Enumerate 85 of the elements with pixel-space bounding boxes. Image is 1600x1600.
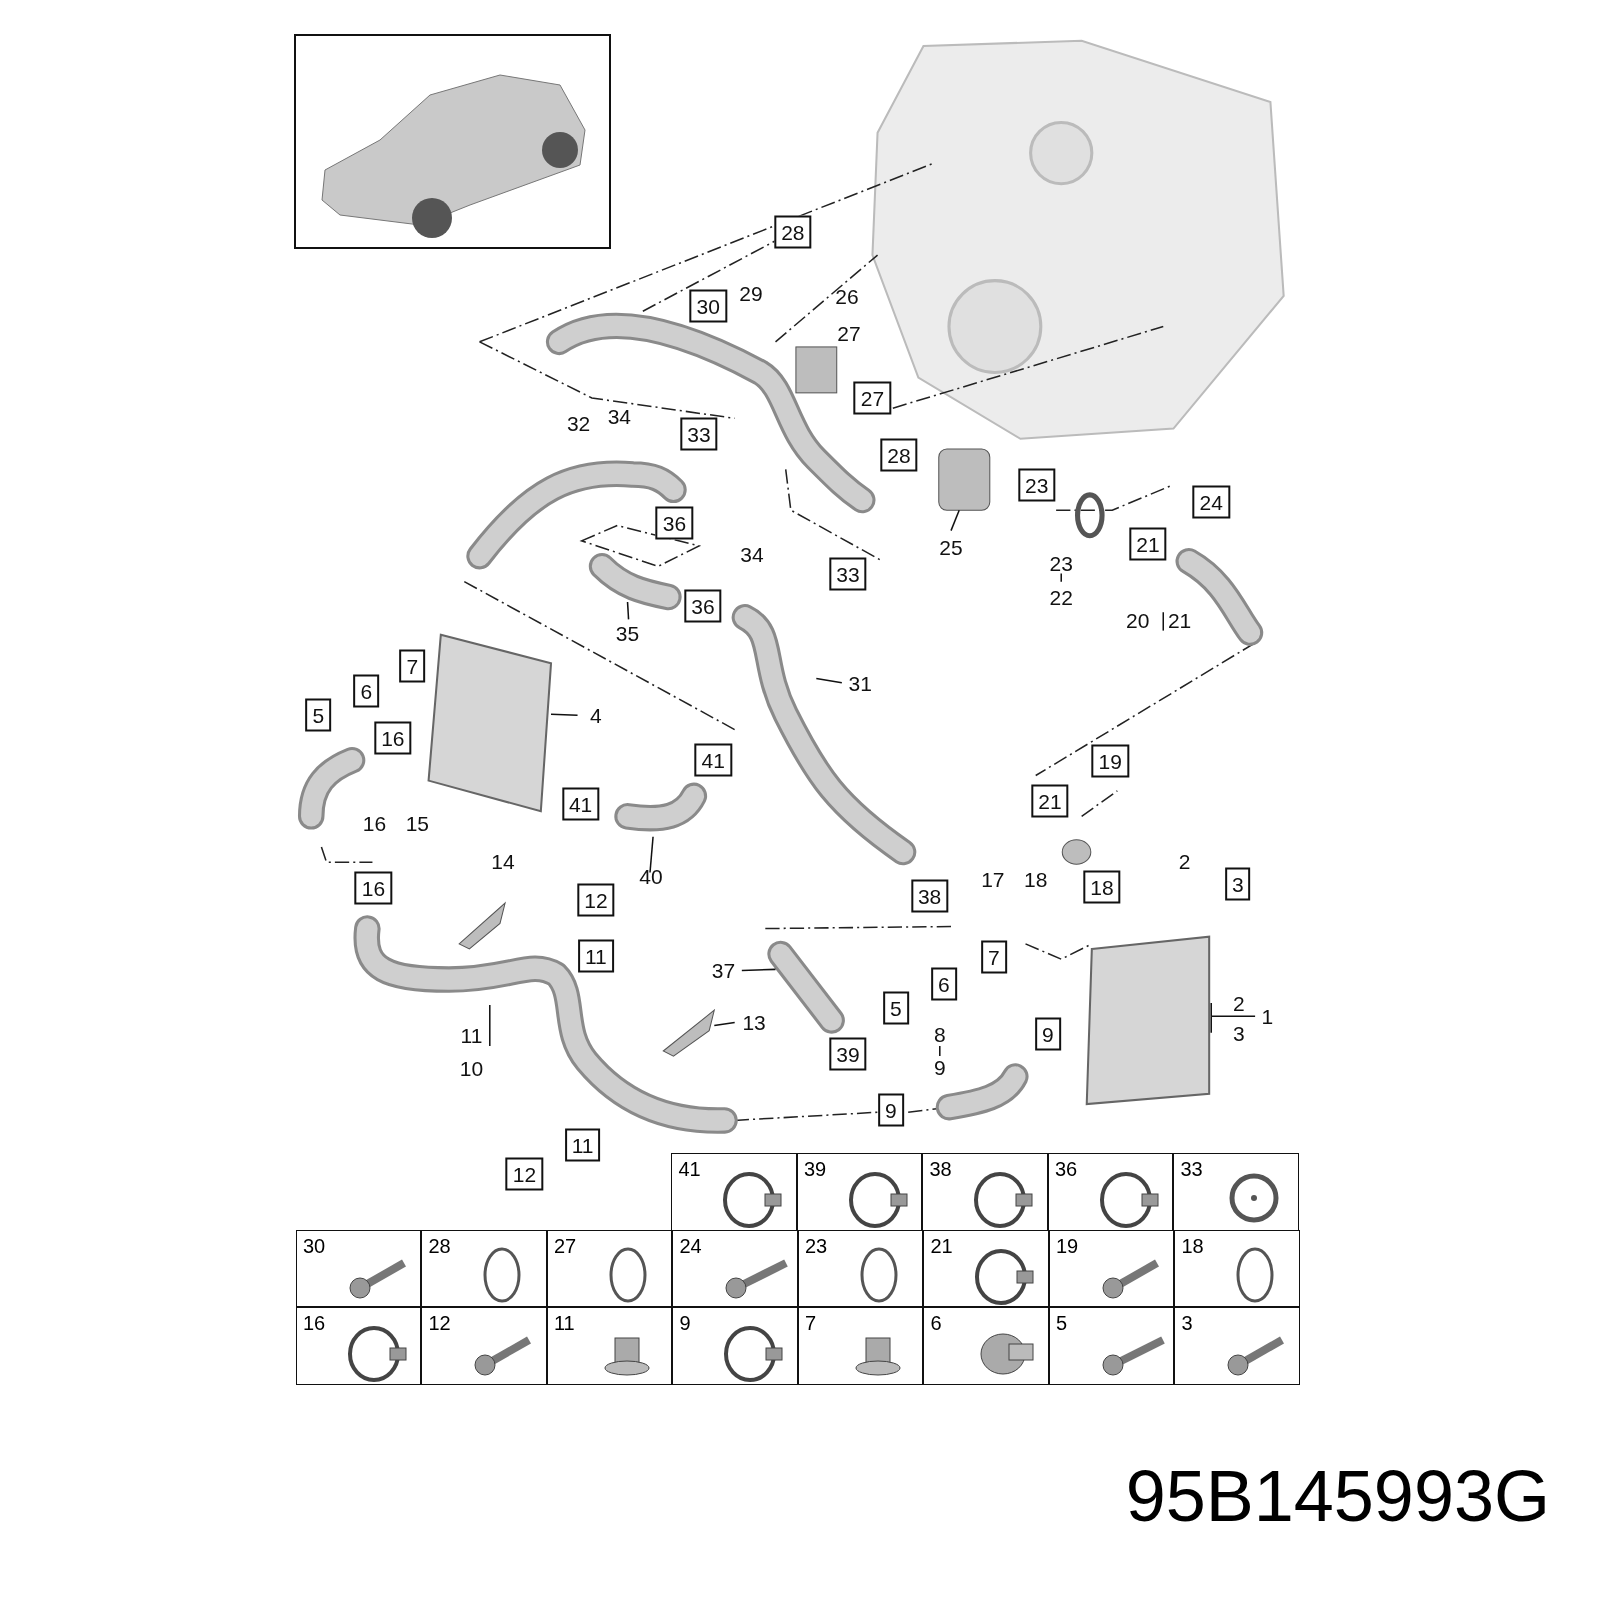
callout-number: 35 xyxy=(615,622,640,644)
callout-number: 23 xyxy=(804,1234,828,1258)
callout-number: 41 xyxy=(678,1158,701,1182)
callout-number: 19 xyxy=(1055,1234,1079,1258)
callout-number: 24 xyxy=(1192,485,1230,519)
callout-number: 38 xyxy=(929,1158,952,1182)
callout-number: 27 xyxy=(553,1234,577,1258)
callout-number: 25 xyxy=(939,536,963,558)
callout-number: 21 xyxy=(1031,784,1069,818)
callout-number: 5 xyxy=(883,991,909,1025)
callout-number: 28 xyxy=(428,1234,451,1258)
callout-number: 36 xyxy=(1054,1158,1078,1182)
callout-number: 2 xyxy=(1178,850,1191,872)
callout-number: 5 xyxy=(1055,1312,1068,1336)
callout-number: 33 xyxy=(680,417,718,451)
callout-number: 21 xyxy=(1167,609,1192,631)
callout-number: 18 xyxy=(1083,870,1121,904)
callout-number: 14 xyxy=(491,850,515,872)
callout-number: 36 xyxy=(655,506,694,540)
callout-number: 27 xyxy=(837,322,861,344)
callout-number: 36 xyxy=(684,589,722,623)
callout-number: 11 xyxy=(578,939,614,973)
callout-number: 23 xyxy=(1018,468,1056,502)
callout-number: 6 xyxy=(930,1312,942,1336)
callout-number: 33 xyxy=(1180,1158,1203,1182)
callout-number: 29 xyxy=(739,282,763,304)
callout-number: 41 xyxy=(561,787,600,821)
callout-number: 6 xyxy=(931,967,957,1001)
callout-number: 9 xyxy=(933,1056,946,1078)
callout-number: 12 xyxy=(428,1312,451,1336)
callout-number: 2 xyxy=(1232,992,1245,1014)
callout-number: 1 xyxy=(1261,1005,1274,1027)
callout-number: 12 xyxy=(577,883,615,917)
callout-number: 6 xyxy=(353,674,380,708)
callout-number: 17 xyxy=(981,868,1005,890)
callout-number: 37 xyxy=(711,959,736,981)
callout-number: 30 xyxy=(302,1234,326,1258)
callout-number: 8 xyxy=(933,1023,946,1045)
callout-number: 31 xyxy=(848,672,872,694)
callout-number: 24 xyxy=(679,1234,702,1258)
callout-number: 40 xyxy=(639,865,663,886)
callout-number: 9 xyxy=(877,1093,904,1127)
callout-number: 26 xyxy=(835,285,859,307)
callout-number: 21 xyxy=(1129,527,1167,561)
callout-number: 11 xyxy=(460,1024,483,1046)
callout-number: 33 xyxy=(829,558,867,591)
callout-number: 23 xyxy=(1049,552,1073,574)
callout-number: 22 xyxy=(1049,586,1073,608)
callout-number: 7 xyxy=(399,649,426,683)
callout-number: 4 xyxy=(590,704,602,726)
callout-number: 21 xyxy=(930,1234,953,1258)
callout-number: 18 xyxy=(1024,868,1048,890)
callout-number: 16 xyxy=(362,812,387,834)
callout-number: 5 xyxy=(305,698,332,732)
callout-number: 32 xyxy=(566,412,591,434)
callout-number: 34 xyxy=(740,543,764,565)
callout-number: 10 xyxy=(459,1057,484,1079)
callout-number: 16 xyxy=(354,871,393,905)
callout-number: 41 xyxy=(694,743,732,777)
callout-number: 19 xyxy=(1091,744,1129,778)
callout-number: 18 xyxy=(1181,1234,1204,1258)
callout-number: 3 xyxy=(1181,1312,1193,1336)
callout-number: 15 xyxy=(405,812,429,834)
callout-number: 9 xyxy=(679,1312,691,1336)
callout-number: 3 xyxy=(1224,867,1251,901)
callout-number: 39 xyxy=(829,1037,867,1071)
callout-number: 16 xyxy=(302,1312,326,1336)
callout-number: 39 xyxy=(803,1158,827,1182)
callout-number: 38 xyxy=(910,879,949,913)
callout-number: 27 xyxy=(853,381,892,415)
callout-number: 12 xyxy=(505,1158,544,1191)
callout-number: 3 xyxy=(1232,1022,1245,1044)
callout-number: 34 xyxy=(607,405,632,427)
callout-number: 13 xyxy=(742,1011,766,1033)
callout-number: 16 xyxy=(374,721,412,755)
callout-number: 9 xyxy=(1035,1017,1061,1051)
callout-number: 20 xyxy=(1126,609,1150,631)
callout-number: 28 xyxy=(880,438,918,472)
callout-number: 7 xyxy=(804,1312,817,1336)
callout-number: 28 xyxy=(774,215,812,249)
callout-number: 11 xyxy=(553,1312,575,1336)
callout-number: 7 xyxy=(981,940,1007,974)
callout-number: 11 xyxy=(564,1128,601,1162)
callout-number: 30 xyxy=(689,289,727,323)
part-number: 95B145993G xyxy=(1125,1455,1550,1537)
